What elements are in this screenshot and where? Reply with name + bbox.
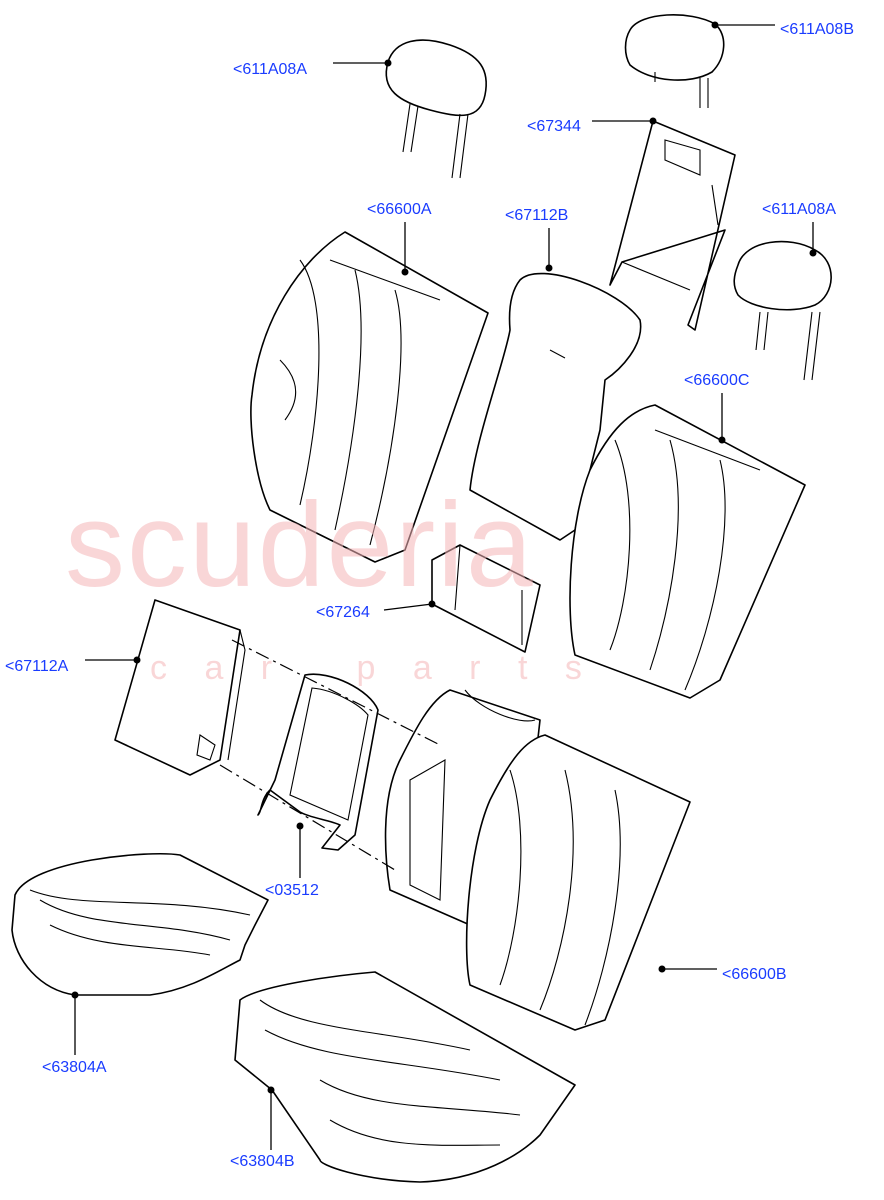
callout-611A08A-right[interactable]: <611A08A xyxy=(762,201,836,218)
callout-67264[interactable]: <67264 xyxy=(316,604,370,621)
headrest-left[interactable] xyxy=(385,39,487,179)
leader-lines xyxy=(71,21,817,1150)
callout-63804A[interactable]: <63804A xyxy=(42,1059,107,1076)
seat-cushion-left[interactable] xyxy=(11,853,269,996)
callout-67112B[interactable]: <67112B xyxy=(505,207,569,224)
callout-67112A[interactable]: <67112A xyxy=(5,658,69,675)
seat-back-panel[interactable] xyxy=(609,120,736,331)
callout-67344[interactable]: <67344 xyxy=(527,118,581,135)
headrest-right[interactable] xyxy=(733,240,832,381)
rear-seat-back-main[interactable] xyxy=(384,689,691,1031)
callout-66600C[interactable]: <66600C xyxy=(684,372,750,389)
seat-back-cover-left[interactable] xyxy=(250,231,489,563)
headrest-top-right[interactable] xyxy=(624,14,725,108)
callout-611A08A-left[interactable]: <611A08A xyxy=(233,61,307,78)
callout-63804B[interactable]: <63804B xyxy=(230,1153,295,1170)
seat-cushion-rear[interactable] xyxy=(234,971,576,1183)
callout-66600B[interactable]: <66600B xyxy=(722,966,787,983)
seat-back-bezel[interactable] xyxy=(257,673,379,851)
seat-back-cover-right[interactable] xyxy=(569,404,806,699)
callout-611A08B[interactable]: <611A08B xyxy=(780,21,854,38)
seat-back-frame[interactable] xyxy=(114,599,246,776)
callout-66600A[interactable]: <66600A xyxy=(367,201,432,218)
armrest-block[interactable] xyxy=(431,544,541,653)
assembly-line xyxy=(231,639,441,746)
assembly-line xyxy=(219,764,396,871)
callout-03512[interactable]: <03512 xyxy=(265,882,319,899)
